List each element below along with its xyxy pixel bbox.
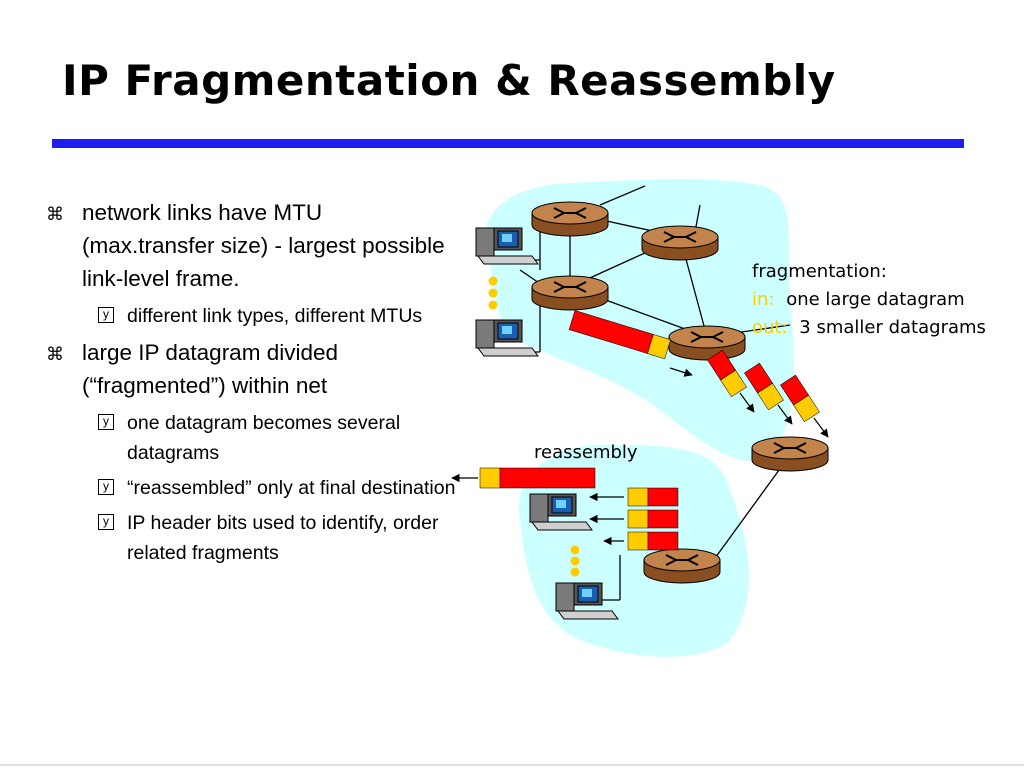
bullet-glyph-icon: ⌘ xyxy=(46,344,64,364)
bullet-text: network links have MTU (max.transfer siz… xyxy=(82,200,445,291)
out-label: out: xyxy=(752,317,788,338)
fragment xyxy=(780,374,820,423)
title-underline xyxy=(52,139,964,148)
arrow-icon xyxy=(739,392,829,438)
router-icon xyxy=(643,548,721,584)
router-icon xyxy=(531,275,609,311)
arrow-icon xyxy=(669,367,693,377)
out-text: 3 smaller datagrams xyxy=(799,317,986,338)
boxed-y-icon: y xyxy=(98,479,114,495)
router-icon xyxy=(751,436,829,472)
bullet-item: ⌘ large IP datagram divided (“fragmented… xyxy=(40,336,460,402)
sub-bullet-text: “reassembled” only at final destination xyxy=(127,477,456,499)
ellipsis-dots-icon xyxy=(488,276,580,577)
fragment-stack xyxy=(627,487,679,551)
sub-bullet-text: IP header bits used to identify, order r… xyxy=(127,512,439,564)
sub-bullet-item: y one datagram becomes several datagrams xyxy=(40,408,460,468)
fragmentation-label: fragmentation: xyxy=(752,261,887,282)
network-cloud-upper xyxy=(484,179,794,461)
bullet-glyph-icon: ⌘ xyxy=(46,204,64,224)
slide-bottom-border xyxy=(0,764,1024,766)
fragment xyxy=(744,362,784,411)
reassembled-datagram xyxy=(479,467,596,489)
boxed-y-icon: y xyxy=(98,514,114,530)
sub-bullet-text: one datagram becomes several datagrams xyxy=(127,412,401,464)
sub-bullet-item: y different link types, different MTUs xyxy=(40,301,460,331)
large-datagram xyxy=(568,310,671,360)
bullet-item: ⌘ network links have MTU (max.transfer s… xyxy=(40,196,460,295)
boxed-y-icon: y xyxy=(98,307,114,323)
fragmentation-diagram: fragmentation: in: one large datagram ou… xyxy=(451,179,986,657)
sub-bullet-item: y “reassembled” only at final destinatio… xyxy=(40,473,460,503)
bullet-list: ⌘ network links have MTU (max.transfer s… xyxy=(40,196,460,573)
arrow-icon xyxy=(589,492,624,546)
fragment xyxy=(707,349,747,398)
slide-title: IP Fragmentation & Reassembly xyxy=(62,56,836,105)
sub-bullet-text: different link types, different MTUs xyxy=(127,305,423,327)
boxed-y-icon: y xyxy=(98,414,114,430)
bullet-text: large IP datagram divided (“fragmented”)… xyxy=(82,340,338,398)
out-line: out: 3 smaller datagrams xyxy=(752,317,986,338)
in-line: in: one large datagram xyxy=(752,289,965,310)
reassembly-label: reassembly xyxy=(534,442,638,463)
router-icon xyxy=(641,225,719,261)
in-text: one large datagram xyxy=(786,289,965,310)
in-label: in: xyxy=(752,289,774,310)
router-icon xyxy=(531,201,609,237)
router-icon xyxy=(668,325,746,361)
sub-bullet-item: y IP header bits used to identify, order… xyxy=(40,508,460,568)
